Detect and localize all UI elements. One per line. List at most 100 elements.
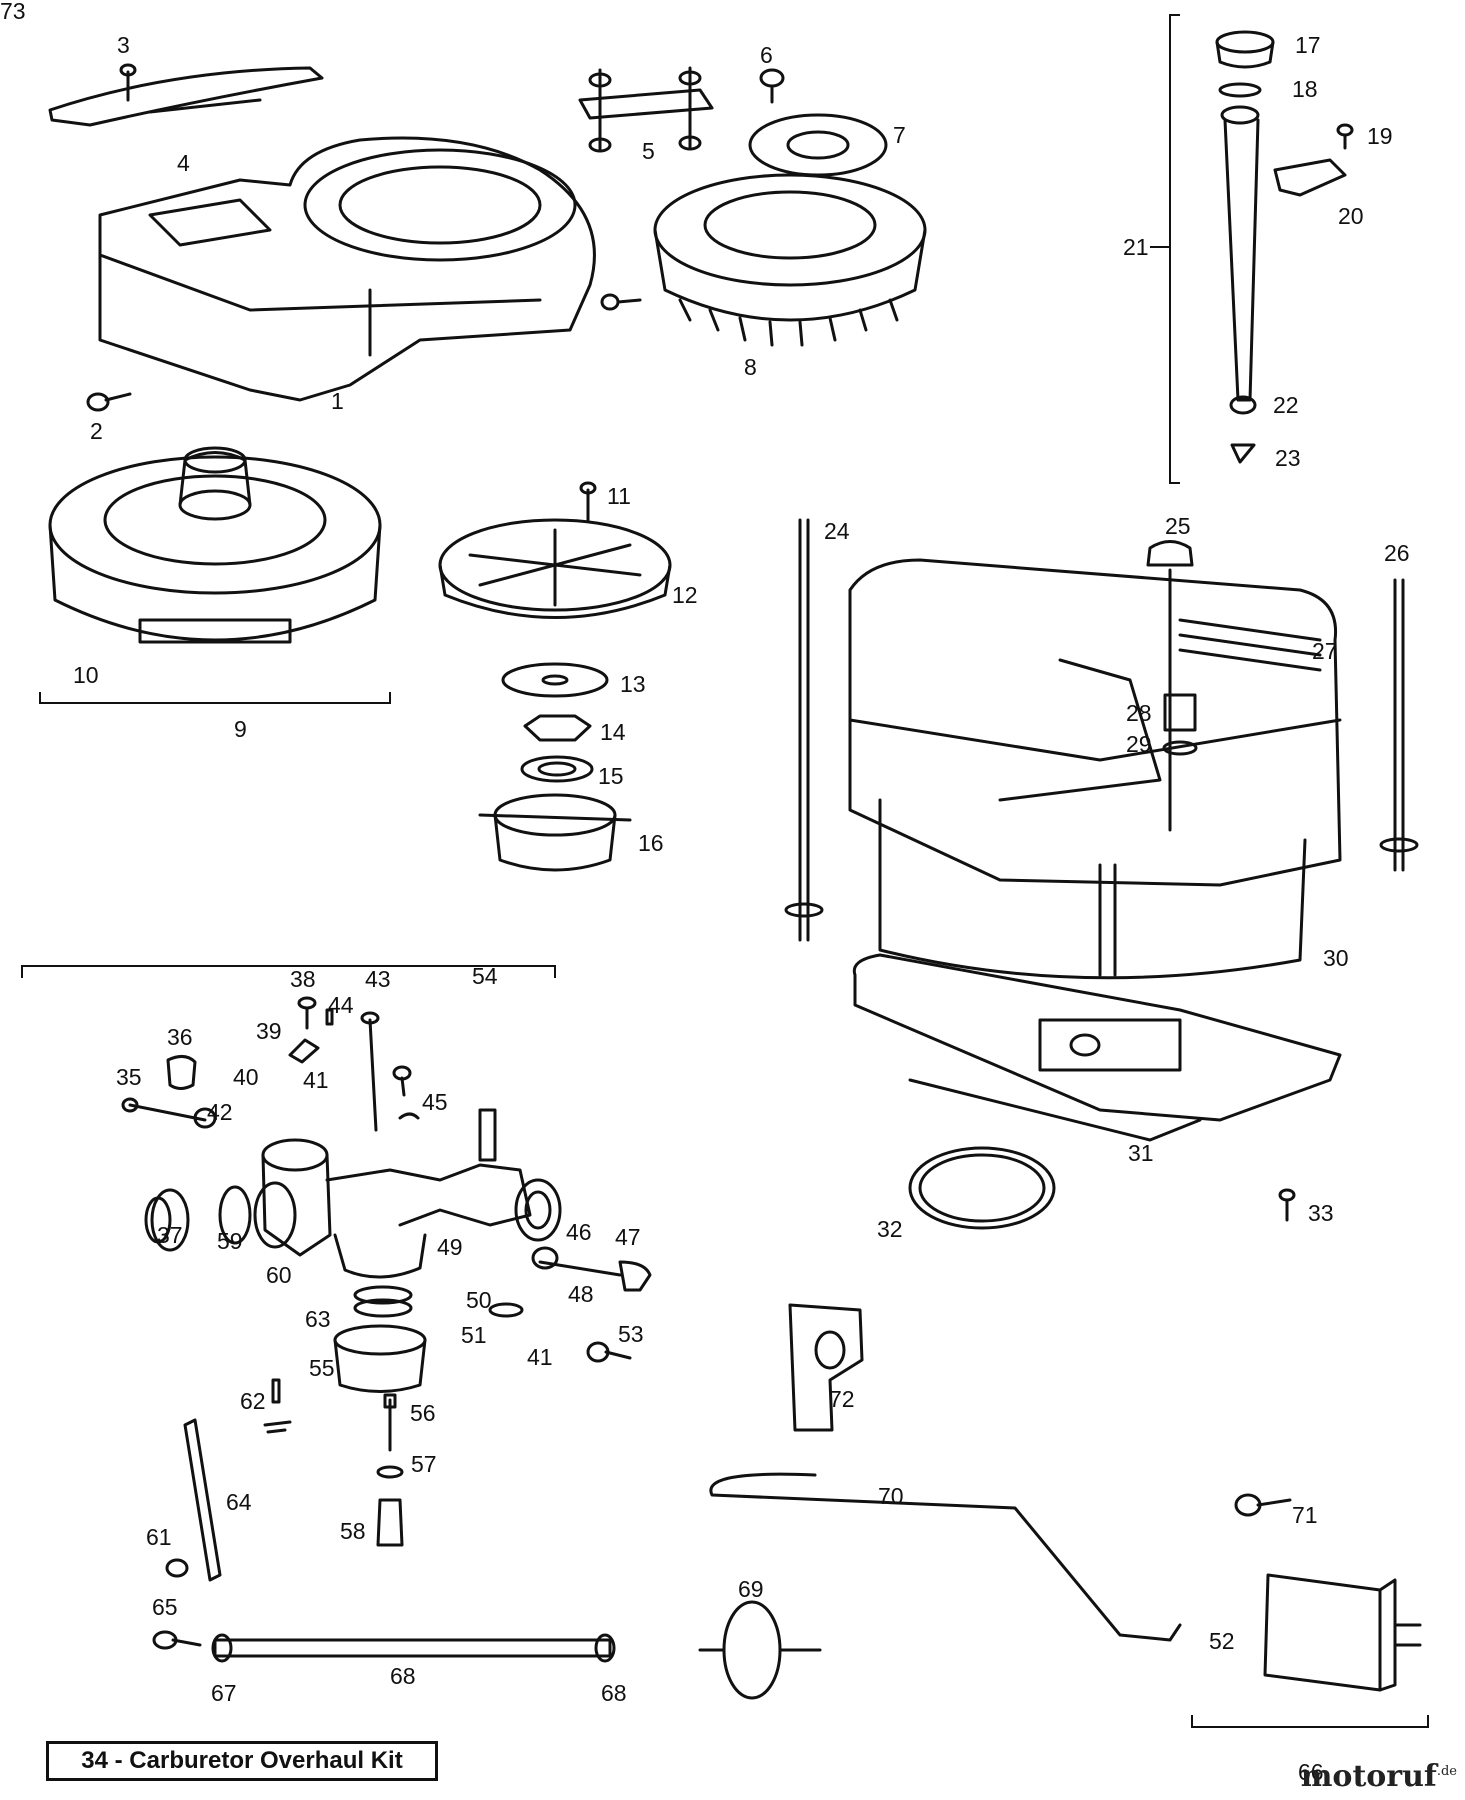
part-label: 35 xyxy=(116,1064,142,1090)
part-label: 49 xyxy=(437,1234,463,1260)
part-label: 68 xyxy=(601,1680,627,1706)
part-label: 59 xyxy=(217,1228,243,1254)
part-31-base xyxy=(852,953,1342,1142)
part-54-screw xyxy=(586,1341,632,1363)
part-label: 53 xyxy=(618,1321,644,1347)
part-label: 26 xyxy=(1384,540,1410,566)
part-label: 64 xyxy=(226,1489,252,1515)
part-69-fuel-line xyxy=(211,1633,616,1663)
part-10-rotor xyxy=(48,446,382,644)
part-label: 10 xyxy=(73,662,99,688)
bracket-67 xyxy=(1191,1715,1429,1728)
part-label: 55 xyxy=(309,1355,335,1381)
part-21-dipstick-assembly xyxy=(1215,30,1354,464)
part-7-plate xyxy=(748,113,888,177)
part-label: 3 xyxy=(117,32,130,58)
bracket-21 xyxy=(1169,14,1180,484)
part-label: 22 xyxy=(1273,392,1299,418)
part-35-screw xyxy=(121,1097,217,1129)
part-label: 6 xyxy=(760,42,773,68)
part-label: 71 xyxy=(1292,1502,1318,1528)
part-label: 1 xyxy=(331,388,344,414)
part-label: 67 xyxy=(211,1680,237,1706)
kit-note: 34 - Carburetor Overhaul Kit xyxy=(46,1741,438,1781)
part-label: 54 xyxy=(472,963,498,989)
part-label: 43 xyxy=(365,966,391,992)
part-32-gasket xyxy=(908,1146,1056,1230)
part-16-starter-cup xyxy=(478,793,632,872)
part-56-float-bowl xyxy=(333,1324,427,1393)
part-1-blower-housing xyxy=(98,136,596,402)
part-52-clip xyxy=(488,1302,524,1318)
part-label: 68 xyxy=(390,1663,416,1689)
part-label: 58 xyxy=(340,1518,366,1544)
part-label: 5 xyxy=(642,138,655,164)
part-label: 17 xyxy=(1295,32,1321,58)
watermark-logo: motoruf.de xyxy=(1301,1759,1457,1794)
part-47-screw xyxy=(531,1246,652,1292)
part-24-long-bolt xyxy=(784,518,824,942)
part-label: 19 xyxy=(1367,123,1393,149)
part-58-washer xyxy=(376,1465,404,1479)
part-label: 14 xyxy=(600,719,626,745)
part-label: 47 xyxy=(615,1224,641,1250)
part-label: 8 xyxy=(744,354,757,380)
part-label: 72 xyxy=(829,1386,855,1412)
part-59-jet xyxy=(376,1498,404,1547)
part-label: 24 xyxy=(824,518,850,544)
part-label: 16 xyxy=(638,830,664,856)
part-27-air-cleaner-cover xyxy=(848,558,1342,887)
part-label: 11 xyxy=(607,483,631,509)
part-label: 38 xyxy=(290,966,316,992)
part-73-gasket xyxy=(788,1303,864,1432)
part-57-needle xyxy=(383,1393,397,1452)
part-60-gasket xyxy=(218,1185,252,1245)
part-70-fuel-filter xyxy=(698,1600,822,1700)
part-label: 69 xyxy=(738,1576,764,1602)
part-12-screen xyxy=(438,518,672,619)
part-label: 51 xyxy=(461,1322,487,1348)
part-3-screw xyxy=(119,63,137,102)
part-71-wire xyxy=(709,1472,1182,1642)
part-63-pin xyxy=(263,1378,292,1434)
part-label: 21 xyxy=(1123,234,1149,260)
part-25-knob xyxy=(1146,540,1194,832)
part-72-screw xyxy=(1234,1493,1292,1517)
part-6-screw xyxy=(759,68,785,104)
part-label: 15 xyxy=(598,763,624,789)
part-label: 30 xyxy=(1323,945,1349,971)
part-label: 37 xyxy=(157,1222,183,1248)
part-66-screw xyxy=(152,1630,202,1650)
part-39-screw xyxy=(297,996,334,1030)
part-11-screw xyxy=(579,481,597,522)
bracket-55 xyxy=(21,965,556,978)
part-46-screw xyxy=(392,1065,420,1120)
part-label: 50 xyxy=(466,1287,492,1313)
part-label: 62 xyxy=(240,1388,266,1414)
part-label: 41 xyxy=(527,1344,553,1370)
part-label: 4 xyxy=(177,150,190,176)
part-label: 56 xyxy=(410,1400,436,1426)
part-label: 20 xyxy=(1338,203,1364,229)
watermark-brand: motoruf xyxy=(1300,1759,1437,1794)
part-label: 33 xyxy=(1308,1200,1334,1226)
part-label: 73 xyxy=(0,0,26,24)
part-label: 32 xyxy=(877,1216,903,1242)
part-30-filter-element xyxy=(878,798,1307,980)
part-28-spacer xyxy=(1163,693,1197,732)
bracket-9 xyxy=(39,692,391,704)
part-label: 9 xyxy=(234,716,247,742)
part-53-fuel-pump xyxy=(1263,1573,1422,1692)
part-4-shield xyxy=(48,66,324,127)
part-13-washer xyxy=(501,662,609,698)
part-label: 40 xyxy=(233,1064,259,1090)
part-label: 39 xyxy=(256,1018,282,1044)
part-62-screw xyxy=(165,1558,189,1578)
part-label: 25 xyxy=(1165,513,1191,539)
part-label: 48 xyxy=(568,1281,594,1307)
part-label: 28 xyxy=(1126,700,1152,726)
part-42-valve xyxy=(288,1038,320,1064)
flywheel-screw xyxy=(600,293,642,311)
part-label: 36 xyxy=(167,1024,193,1050)
part-38-seal xyxy=(144,1188,190,1252)
